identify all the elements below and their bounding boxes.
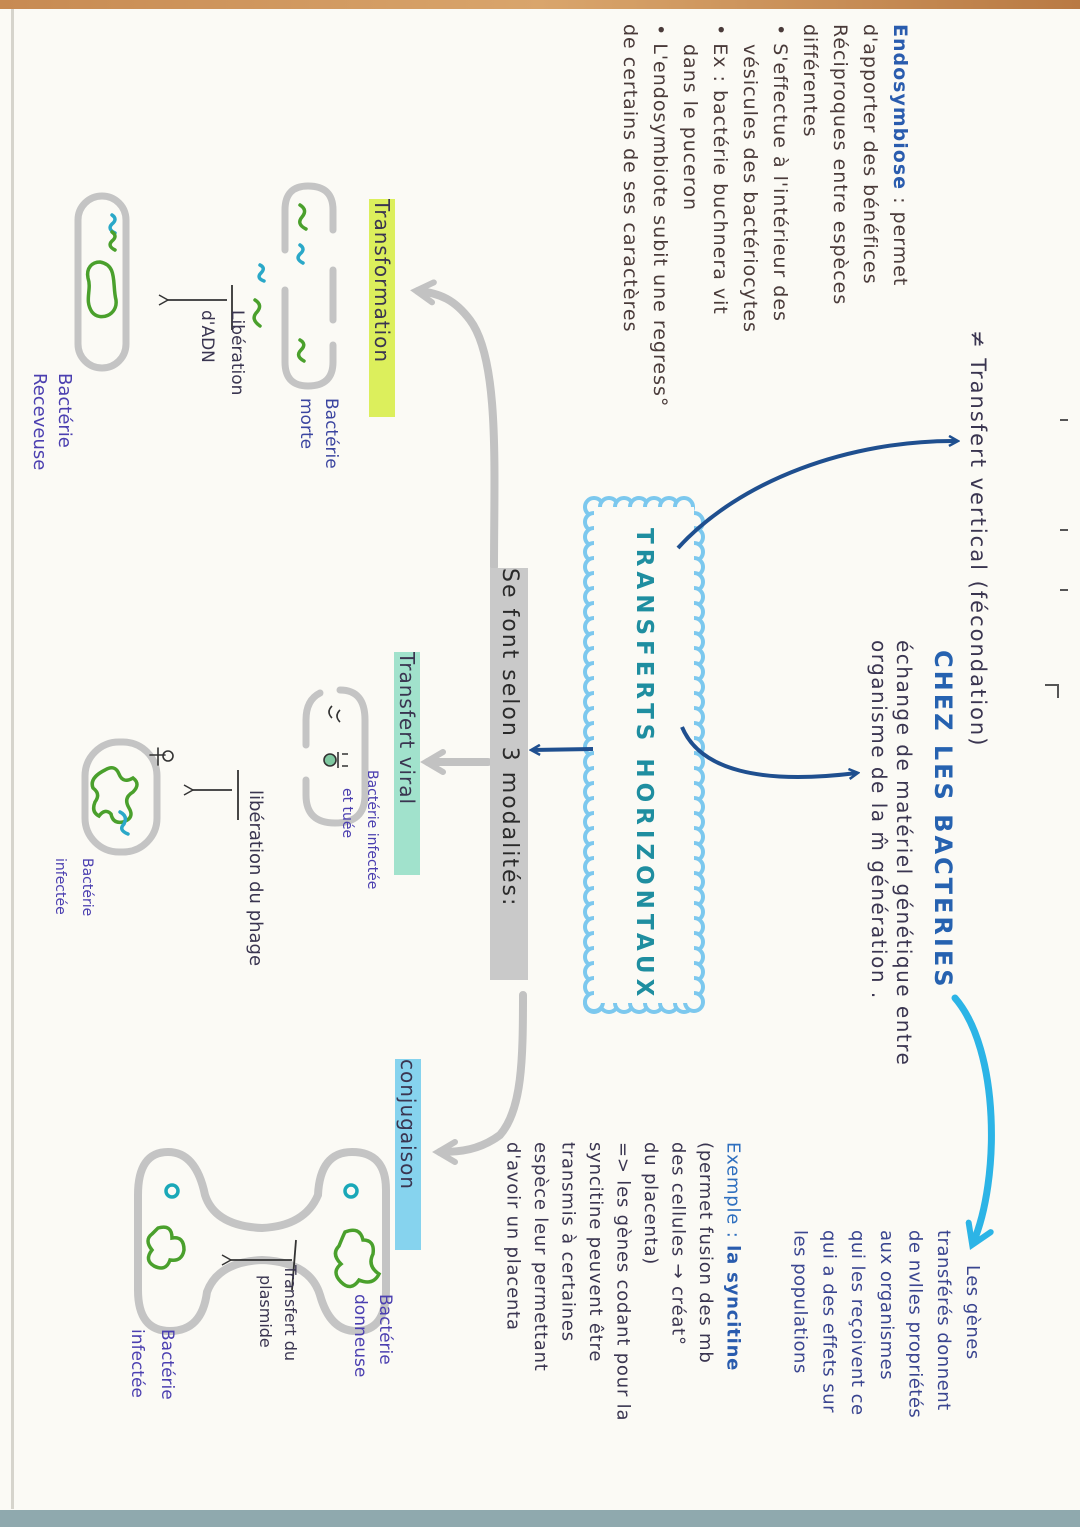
genes-line: transférés donnent xyxy=(933,1230,955,1411)
label-line: plasmide xyxy=(256,1275,275,1348)
plasmid-transfer-tick xyxy=(291,1239,297,1291)
conjugaison-label: conjugaison xyxy=(395,1059,421,1250)
endosymbiose-line: • L'endosymbiote subit une regress° xyxy=(649,24,671,408)
arrow-to-genes xyxy=(951,994,995,1251)
central-title: TRANSFERTS HORIZONTAUX xyxy=(631,528,657,1002)
infected-bacterium-label: Bactérie infectée xyxy=(46,858,100,916)
paper-bottom-edge xyxy=(0,1510,1080,1527)
genes-line: qui les reçoivent ce xyxy=(847,1230,869,1416)
infected-bacterium xyxy=(81,738,161,856)
label-line: infectée xyxy=(127,1329,147,1398)
example-line: d'avoir un placenta xyxy=(502,1142,524,1331)
arrow-to-conjugaison xyxy=(432,991,527,1165)
dead-bacterium xyxy=(281,182,337,390)
label-line: Bactérie xyxy=(375,1294,395,1365)
endosymbiose-line: différentes xyxy=(799,24,821,138)
label-line: Bactérie xyxy=(54,373,75,448)
genes-note: Les gènes transférés donnent de nvlles p… xyxy=(785,1230,986,1418)
donor-chromosome-icon xyxy=(333,1228,382,1289)
label-line: d'ADN xyxy=(197,310,217,363)
endosymbiose-note: Endosymbiose : permet d'apporter des bén… xyxy=(615,24,915,407)
endosymbiose-line: Réciproques entre espèces xyxy=(829,24,851,306)
modalities-label: Se font selon 3 modalités: xyxy=(490,568,528,980)
dna-release-label: Libération d'ADN xyxy=(192,310,252,395)
endosymbiose-line: : permet xyxy=(889,197,911,287)
conj-infected-label: Bactérie infectée xyxy=(122,1329,182,1400)
definition-line: échange de matériel génétique entre xyxy=(892,640,916,1067)
viral-transfer-label: Transfert viral xyxy=(394,652,420,875)
receiver-bacterium-label: Bactérie Receveuse xyxy=(27,373,77,470)
bacteria-heading: CHEZ LES BACTERIES xyxy=(929,650,957,990)
endosymbiose-line: • Ex : bactérie buchnera vit xyxy=(709,24,731,315)
donor-bacterium-label: Bactérie donneuse xyxy=(347,1294,397,1377)
endosymbiose-title: Endosymbiose xyxy=(889,24,911,191)
plasmid-transfer-label: Transfert du plasmide xyxy=(253,1265,303,1361)
label-line: morte xyxy=(296,398,316,450)
endosymbiose-line: de certains de ses caractères xyxy=(619,24,641,333)
arrow-to-vertical-transfer xyxy=(676,441,957,550)
infected-killed-bacterium xyxy=(302,686,369,827)
arrow-to-bacteria xyxy=(680,726,857,777)
example-line: transmis à certaines xyxy=(557,1142,579,1342)
label-line: Bactérie xyxy=(321,398,341,469)
paper-top-edge xyxy=(0,0,1080,9)
example-line: (permet fusion des mb xyxy=(695,1142,716,1364)
label-line: et tuée xyxy=(339,788,355,839)
cloud-fill xyxy=(594,507,694,1003)
arrow-to-transformation xyxy=(410,279,499,571)
label-line: Bactérie xyxy=(157,1329,177,1400)
label-line: Receveuse xyxy=(29,373,50,471)
example-title: la syncitine xyxy=(722,1245,744,1372)
label-line: Bactérie infectée xyxy=(364,770,380,890)
arrow-to-modalities xyxy=(532,749,594,750)
label-line: Transfert du xyxy=(281,1265,300,1361)
label-line: infectée xyxy=(52,858,68,915)
receiver-bacterium xyxy=(74,192,130,372)
example-line: syncitine peuvent être xyxy=(585,1142,606,1363)
dna-fragments-icon xyxy=(252,203,308,363)
bacteria-definition: échange de matériel génétique entre orga… xyxy=(866,640,916,1066)
example-line: espèce leur permettant xyxy=(530,1142,551,1372)
genes-line: aux organismes xyxy=(875,1230,897,1381)
plasmid-recipient-icon xyxy=(164,1183,180,1199)
paper-marks xyxy=(1045,419,1068,698)
endosymbiose-line: d'apporter des bénéfices xyxy=(859,24,881,285)
infected-killed-label: Bactérie infectée et tuée xyxy=(334,770,384,889)
plasmid-donor-icon xyxy=(343,1183,359,1199)
transformation-label: Transformation xyxy=(369,199,395,417)
example-note: Exemple : la syncitine (permet fusion de… xyxy=(499,1142,747,1421)
dead-bacterium-label: Bactérie morte xyxy=(293,398,343,469)
cloud-border xyxy=(583,496,705,1014)
label-line: donneuse xyxy=(350,1294,370,1378)
phage-icon xyxy=(323,705,348,768)
genes-line: de nvlles propriétés xyxy=(904,1230,926,1419)
conjugating-bacteria xyxy=(134,1147,390,1336)
example-line: des cellules → créat° xyxy=(667,1142,689,1346)
paper-left-edge xyxy=(11,9,14,1509)
genes-line: qui a des effets sur xyxy=(818,1230,840,1414)
viral-dna-icon xyxy=(90,747,174,836)
endosymbiose-line: dans le puceron xyxy=(679,44,701,211)
label-line: Bactérie xyxy=(79,858,95,917)
endosymbiose-line: • S'effectue à l'intérieur des xyxy=(769,24,791,322)
example-label: Exemple : xyxy=(722,1142,744,1239)
genes-line: les populations xyxy=(789,1230,811,1374)
receiver-dna-icon xyxy=(85,213,118,319)
endosymbiose-line: vésicules des bactériocytes xyxy=(739,44,761,333)
recipient-chromosome-icon xyxy=(146,1225,186,1270)
genes-line: Les gènes xyxy=(961,1265,983,1360)
label-line: Libération xyxy=(227,310,247,396)
example-line: du placenta) xyxy=(640,1142,661,1266)
definition-line: organisme de la m̂ génération . xyxy=(867,640,891,1000)
vertical-transfer-label: ≠ Transfert vertical (fécondation) xyxy=(966,330,990,748)
example-line: => les gènes codant pour la xyxy=(612,1142,634,1422)
phage-release-label: libération du phage xyxy=(245,790,266,967)
